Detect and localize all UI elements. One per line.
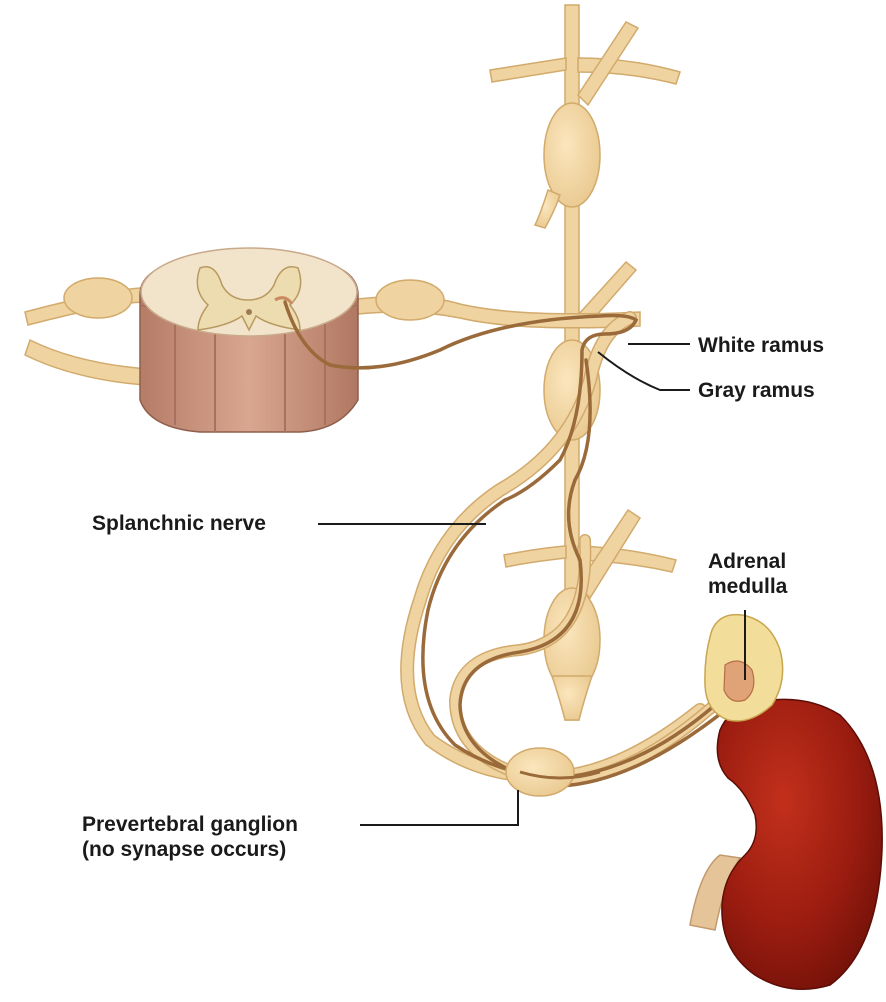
label-white-ramus: White ramus — [698, 333, 824, 358]
label-adrenal-line2: medulla — [708, 574, 787, 599]
adrenal-medulla-region — [724, 661, 754, 701]
adrenal-gland — [705, 615, 783, 721]
label-splanchnic-nerve: Splanchnic nerve — [92, 511, 266, 536]
label-gray-ramus: Gray ramus — [698, 378, 815, 403]
prevertebral-ganglion — [506, 748, 574, 796]
label-prevertebral-line2: (no synapse occurs) — [82, 837, 298, 862]
leader-gray-ramus — [598, 352, 690, 390]
label-prevertebral-line1: Prevertebral ganglion — [82, 812, 298, 837]
kidney — [690, 699, 882, 989]
leader-prevertebral-ganglion — [360, 790, 518, 825]
spinal-cord — [140, 248, 358, 432]
label-adrenal-line1: Adrenal — [708, 549, 787, 574]
label-adrenal-medulla: Adrenal medulla — [708, 549, 787, 599]
label-prevertebral-ganglion: Prevertebral ganglion (no synapse occurs… — [82, 812, 298, 862]
